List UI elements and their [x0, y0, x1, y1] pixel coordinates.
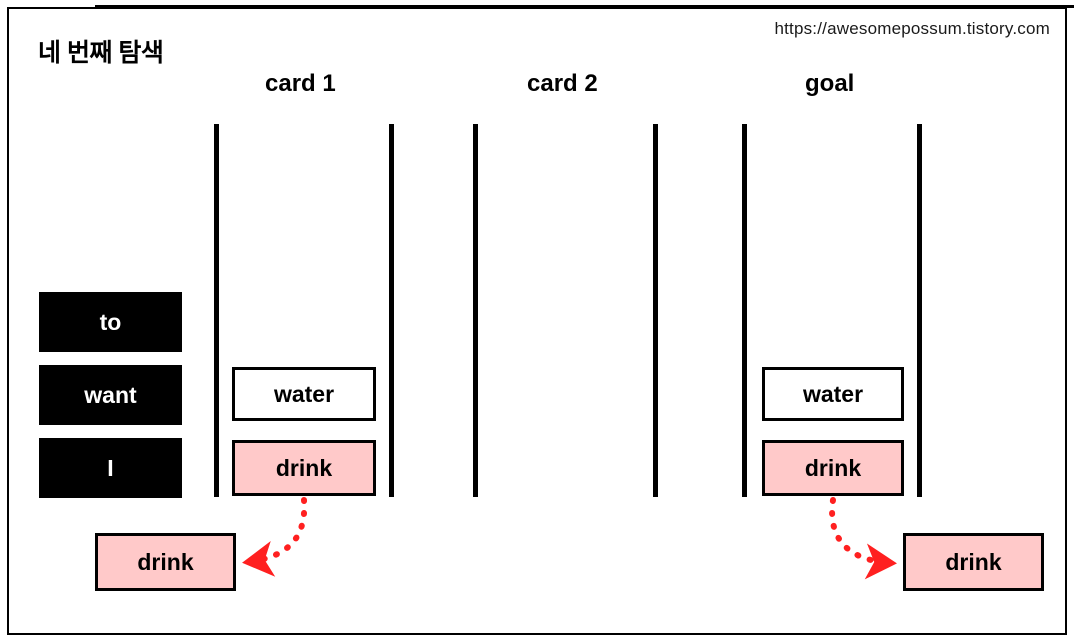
separator-bar-4 [653, 124, 658, 497]
column-header-card-2: card 2 [527, 70, 598, 97]
card1-token-water[interactable]: water [232, 367, 376, 421]
input-token-to[interactable]: to [39, 292, 182, 352]
separator-bar-5 [742, 124, 747, 497]
frame-top-accent [95, 5, 1074, 8]
column-header-card-1: card 1 [265, 70, 336, 97]
input-token-I[interactable]: I [39, 438, 182, 498]
goal-token-drink[interactable]: drink [762, 440, 904, 496]
page-title: 네 번째 탐색 [38, 39, 164, 67]
card1-token-drink[interactable]: drink [232, 440, 376, 496]
outer-frame [7, 7, 1067, 635]
output-box-left[interactable]: drink [95, 533, 236, 591]
watermark-url: https://awesomepossum.tistory.com [774, 19, 1050, 38]
goal-token-water[interactable]: water [762, 367, 904, 421]
separator-bar-3 [473, 124, 478, 497]
input-token-want[interactable]: want [39, 365, 182, 425]
separator-bar-1 [214, 124, 219, 497]
output-box-right[interactable]: drink [903, 533, 1044, 591]
separator-bar-2 [389, 124, 394, 497]
separator-bar-6 [917, 124, 922, 497]
column-header-goal: goal [805, 70, 855, 97]
